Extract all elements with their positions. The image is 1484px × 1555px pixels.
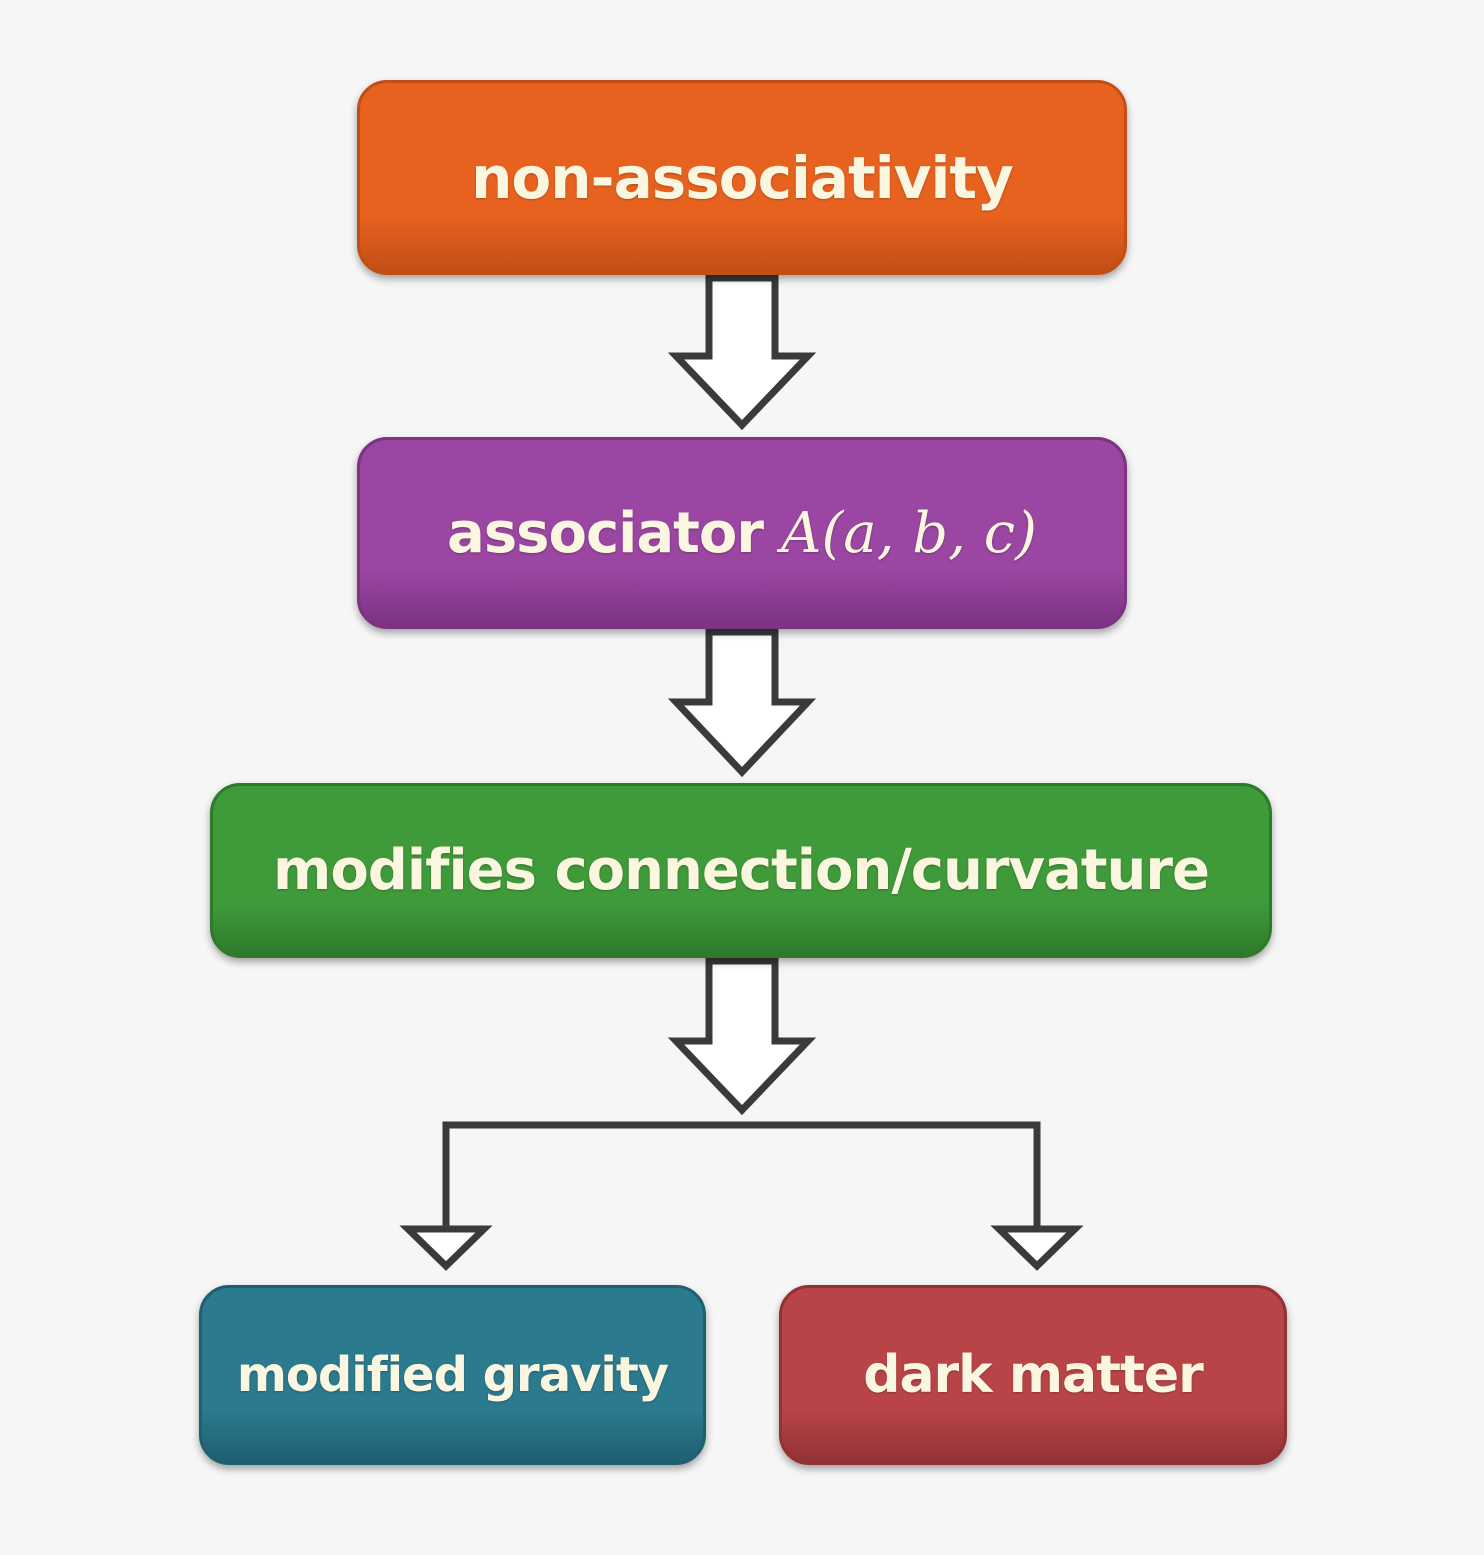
box-label: associator — [447, 500, 764, 566]
associator-formula: A(a, b, c) — [781, 500, 1037, 566]
box-modifies-connection-curvature: modifies connection/curvature — [210, 783, 1272, 958]
arrow-head-right — [990, 1225, 1084, 1271]
box-non-associativity: non-associativity — [357, 80, 1127, 275]
arrow-1 — [667, 274, 817, 431]
box-modified-gravity: modified gravity — [199, 1285, 706, 1465]
box-label: modifies connection/curvature — [272, 838, 1210, 903]
arrow-2 — [667, 628, 817, 778]
box-label: dark matter — [863, 1345, 1204, 1405]
box-label: modified gravity — [236, 1347, 669, 1403]
box-label: non-associativity — [471, 143, 1014, 212]
split-connector — [442, 1121, 1041, 1232]
arrow-head-left — [399, 1225, 493, 1271]
box-dark-matter: dark matter — [779, 1285, 1287, 1465]
arrow-3 — [667, 957, 817, 1116]
box-associator: associator A(a, b, c) — [357, 437, 1127, 629]
